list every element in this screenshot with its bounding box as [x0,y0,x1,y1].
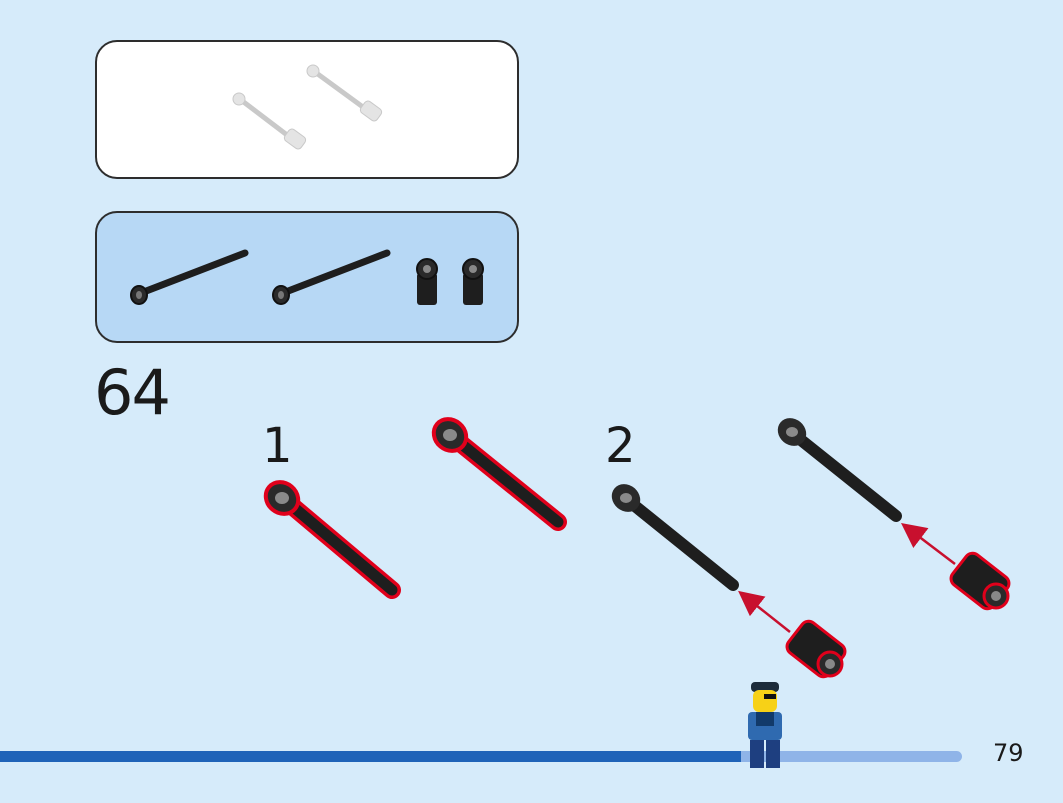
assembled-axle-1 [611,484,847,679]
black-axle-part [130,249,249,305]
black-connector-part [416,258,438,305]
highlighted-axle-2 [431,417,567,531]
ghost-parts-preview [232,64,383,150]
minifigure-progress-marker [748,682,782,768]
connector-clip-1 [785,619,847,679]
minifigure-leg-right [766,740,780,768]
step-number: 64 [94,356,171,429]
assembly-preview-panel [95,40,519,179]
sub-step-label-2: 2 [605,418,636,474]
highlighted-axle-1 [263,480,401,599]
minifigure-leg-left [750,740,764,768]
sub-step-label-1: 1 [262,418,293,474]
black-axle-part [272,249,391,305]
page-number: 79 [993,739,1024,767]
black-connector-part [462,258,484,305]
ghost-axle-upper [306,64,383,122]
parts-needed-art [130,249,484,305]
build-progress-fill [0,751,741,762]
minifigure-hair [751,682,779,692]
build-progress-bar [0,751,962,762]
assembled-axle-2 [777,418,1011,611]
connector-clip-2 [949,551,1011,611]
parts-needed-panel [95,211,519,343]
minifigure-head [753,690,777,712]
ghost-axle-lower [232,92,307,150]
